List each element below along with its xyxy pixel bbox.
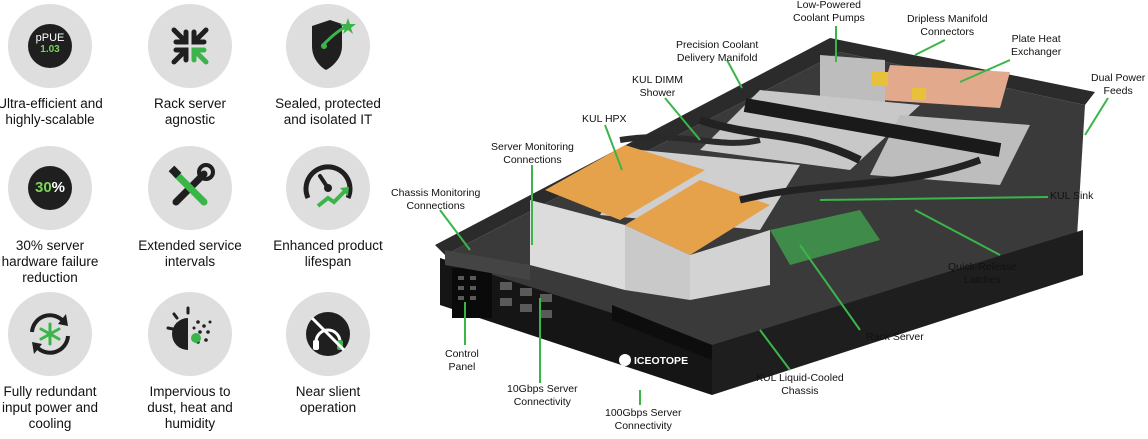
coupling — [872, 72, 888, 86]
feature-label: Extended service intervals — [138, 238, 242, 269]
hpx-block — [545, 145, 705, 220]
coupling — [912, 88, 926, 100]
recycle-snowflake-icon — [30, 313, 70, 355]
server-box — [690, 230, 770, 300]
motherboard — [770, 210, 880, 265]
front-panel-top — [445, 250, 530, 280]
feature-silent: Near slient operation — [258, 292, 398, 416]
dust-shield-icon — [166, 306, 212, 350]
hpx-block — [625, 180, 770, 255]
feature-circle — [148, 292, 232, 376]
feature-impervious: Impervious to dust, heat and humidity — [120, 292, 260, 432]
percent-value: 30 — [34, 179, 52, 196]
feature-rack-agnostic: Rack server agnostic — [120, 4, 260, 128]
chassis-rim — [435, 38, 1095, 255]
feature-circle — [8, 292, 92, 376]
coolant-hose — [739, 156, 982, 204]
percent-unit: % — [51, 179, 66, 196]
feature-service-intervals: Extended service intervals — [120, 146, 260, 270]
feature-circle — [148, 146, 232, 230]
coolant-hose — [619, 134, 761, 146]
feature-label: Near slient operation — [295, 384, 361, 415]
chassis-front — [440, 258, 712, 395]
crossbar — [743, 98, 1002, 157]
callout-kul-hpx: KUL HPX — [582, 113, 627, 125]
leader-lines — [439, 26, 1109, 405]
ppue-value: 1.03 — [40, 44, 60, 55]
coolant-hose — [698, 116, 862, 164]
feature-ultra-efficient: pPUE 1.03 Ultra-efficient and highly-sca… — [0, 4, 120, 128]
ports — [458, 276, 552, 318]
feature-label: Sealed, protected and isolated IT — [275, 96, 381, 127]
feature-label: Enhanced product lifespan — [273, 238, 383, 269]
brand-logo: ICEOTOPE — [634, 355, 688, 367]
feature-circle — [286, 146, 370, 230]
callout-rack-server: Rack Server — [866, 331, 924, 343]
feature-sealed: Sealed, protected and isolated IT — [258, 4, 398, 128]
server-box — [625, 225, 690, 300]
callout-kul-sink: KUL Sink — [1050, 190, 1094, 202]
feature-circle — [286, 292, 370, 376]
chassis-side — [712, 230, 1083, 395]
shield-check-icon — [312, 18, 356, 70]
gauge-trend-icon — [303, 164, 353, 208]
feature-label: Impervious to dust, heat and humidity — [147, 384, 233, 431]
feature-circle — [148, 4, 232, 88]
ppue-badge-icon: pPUE 1.03 — [28, 24, 72, 68]
feature-circle: pPUE 1.03 — [8, 4, 92, 88]
feature-failure-reduction: 30% 30% server hardware failure reductio… — [0, 146, 120, 286]
feature-label: Fully redundant input power and cooling — [1, 384, 99, 431]
ppue-label: pPUE — [35, 32, 65, 44]
control-panel — [452, 268, 492, 318]
feature-circle — [286, 4, 370, 88]
pump-housing — [820, 55, 885, 105]
chassis-bottom-rail — [612, 305, 712, 360]
feature-circle: 30% — [8, 146, 92, 230]
server-box — [530, 200, 625, 290]
tools-icon — [168, 163, 215, 206]
feature-label: Rack server agnostic — [153, 96, 226, 127]
feature-label: 30% server hardware failure reduction — [1, 238, 99, 285]
feature-lifespan: Enhanced product lifespan — [258, 146, 398, 270]
feature-redundant: Fully redundant input power and cooling — [0, 292, 120, 432]
percent-badge-icon: 30% — [28, 166, 72, 210]
feature-label: Ultra-efficient and highly-scalable — [0, 96, 103, 127]
compress-arrows-icon — [171, 27, 209, 65]
muted-headphones-icon — [306, 312, 350, 356]
iceotope-logo-mark — [619, 354, 631, 366]
